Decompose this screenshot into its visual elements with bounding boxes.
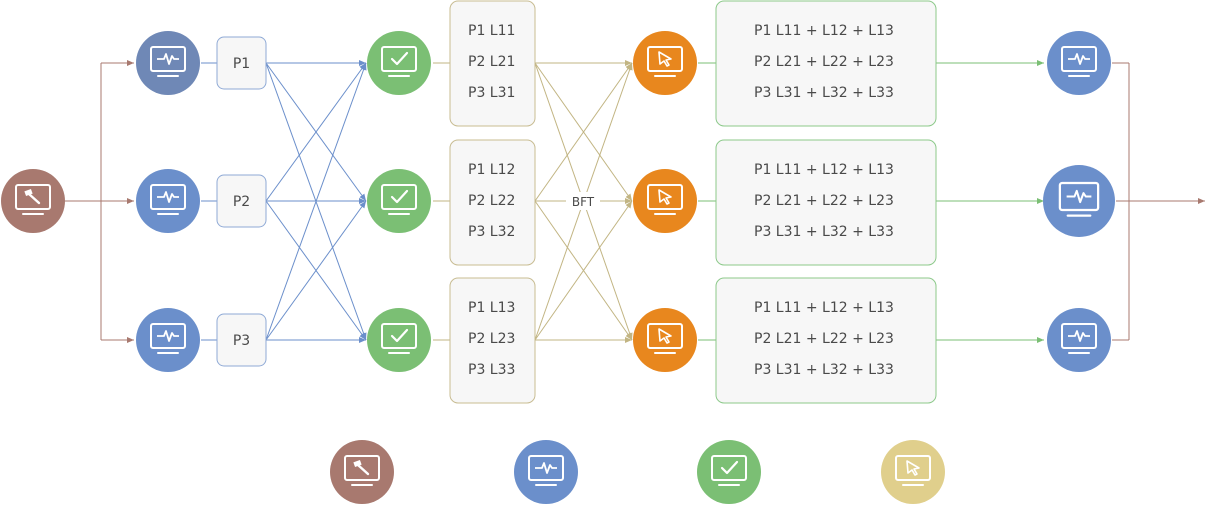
backup-node [367, 169, 431, 233]
gavel-icon [15, 184, 51, 215]
p-label: P1 [233, 56, 250, 72]
final-node [1043, 165, 1115, 237]
sum-line: P3 L31 + L32 + L33 [754, 85, 894, 101]
legend-item [330, 440, 394, 504]
sum-line: P3 L31 + L32 + L33 [754, 362, 894, 378]
legend-swatch [330, 440, 394, 504]
replica-node [633, 308, 697, 372]
replica-node [633, 169, 697, 233]
l-share-box [449, 139, 536, 266]
connector-arrow [265, 62, 367, 341]
monitor-check-icon [381, 323, 417, 354]
crossover-label-bg [566, 192, 600, 210]
connection-lines [65, 60, 1205, 343]
monitor-cursor-icon [647, 46, 683, 77]
connector-arrow [534, 200, 633, 341]
source-node [1, 169, 65, 233]
backup-node [367, 308, 431, 372]
l-share-box [449, 0, 536, 127]
nodes [1, 31, 1115, 372]
legend [330, 440, 945, 504]
monitor-pulse-icon [528, 455, 564, 486]
l-share-line: P3 L33 [468, 362, 515, 378]
sum-line: P1 L11 + L12 + L13 [754, 300, 894, 316]
monitor-pulse-icon [150, 184, 186, 215]
legend-item [514, 440, 578, 504]
l-share-line: P1 L13 [468, 300, 515, 316]
sum-line: P2 L21 + L22 + L23 [754, 193, 894, 209]
l-share-line: P2 L21 [468, 54, 515, 70]
monitor-pulse-icon [150, 323, 186, 354]
sum-box [715, 139, 937, 266]
final-node [1047, 308, 1111, 372]
crossover-label: BFT [572, 195, 595, 209]
sum-line: P2 L21 + L22 + L23 [754, 331, 894, 347]
connector-arrow [534, 62, 633, 202]
primary-node [136, 169, 200, 233]
l-share-line: P2 L22 [468, 193, 515, 209]
p-label: P3 [233, 333, 250, 349]
l-share-line: P2 L23 [468, 331, 515, 347]
backup-node [367, 31, 431, 95]
sum-line: P3 L31 + L32 + L33 [754, 224, 894, 240]
l-share-line: P3 L32 [468, 224, 515, 240]
connector-arrow [265, 200, 367, 341]
sum-line: P1 L11 + L12 + L13 [754, 23, 894, 39]
sum-box [715, 0, 937, 127]
monitor-pulse-icon [1058, 181, 1100, 217]
monitor-pulse-icon [1061, 46, 1097, 77]
primary-node [136, 308, 200, 372]
node-circle [1, 169, 65, 233]
p-label-box [216, 313, 267, 367]
final-node [1047, 31, 1111, 95]
monitor-check-icon [711, 455, 747, 486]
monitor-cursor-icon [895, 455, 931, 486]
monitor-cursor-icon [647, 184, 683, 215]
monitor-check-icon [381, 46, 417, 77]
p-label-box [216, 174, 267, 228]
legend-item [881, 440, 945, 504]
monitor-pulse-icon [1061, 323, 1097, 354]
p-label-box [216, 36, 267, 90]
replica-node [633, 31, 697, 95]
connector-arrow [265, 62, 367, 202]
gavel-icon [344, 455, 380, 486]
sum-line: P2 L21 + L22 + L23 [754, 54, 894, 70]
l-share-line: P3 L31 [468, 85, 515, 101]
monitor-cursor-icon [647, 323, 683, 354]
sum-line: P1 L11 + L12 + L13 [754, 162, 894, 178]
sum-box [715, 277, 937, 404]
l-share-line: P1 L12 [468, 162, 515, 178]
l-share-box [449, 277, 536, 404]
primary-node [136, 31, 200, 95]
p-label: P2 [233, 194, 250, 210]
legend-item [697, 440, 761, 504]
monitor-check-icon [381, 184, 417, 215]
l-share-line: P1 L11 [468, 23, 515, 39]
monitor-pulse-icon [150, 46, 186, 77]
